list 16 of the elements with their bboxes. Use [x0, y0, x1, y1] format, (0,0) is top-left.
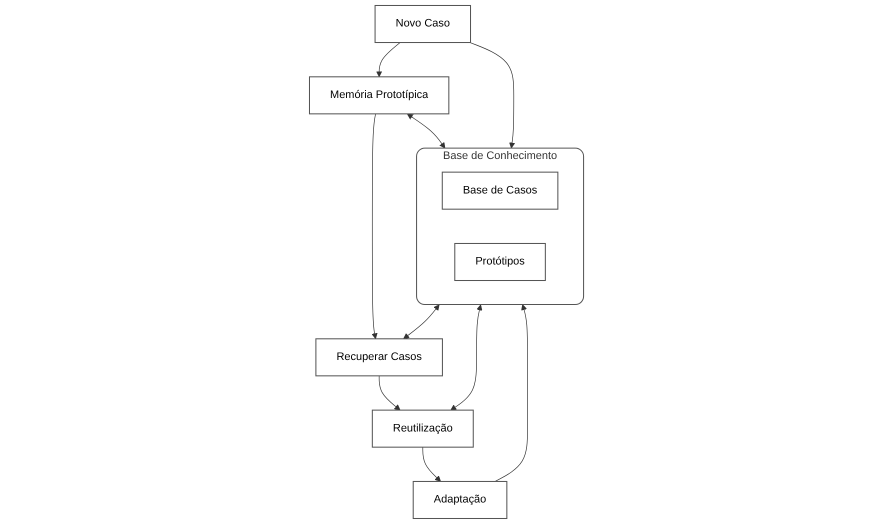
arrow — [470, 42, 516, 148]
arrow — [494, 304, 528, 482]
arrow — [376, 42, 400, 78]
node-box: Reutilização — [372, 410, 474, 448]
node-box: Protótipos — [454, 242, 546, 282]
arrow — [403, 304, 440, 340]
node-box: Recuperar Casos — [315, 338, 443, 376]
arrow — [372, 114, 378, 340]
arrow — [407, 114, 446, 148]
node-box: Base de Casos — [442, 172, 558, 210]
node-box: Adaptação — [412, 480, 508, 520]
arrow — [450, 304, 482, 410]
arrow — [422, 446, 441, 482]
node-box: Memória Prototípica — [308, 76, 450, 114]
node-box: Novo Caso — [374, 4, 471, 44]
arrow — [378, 376, 400, 410]
